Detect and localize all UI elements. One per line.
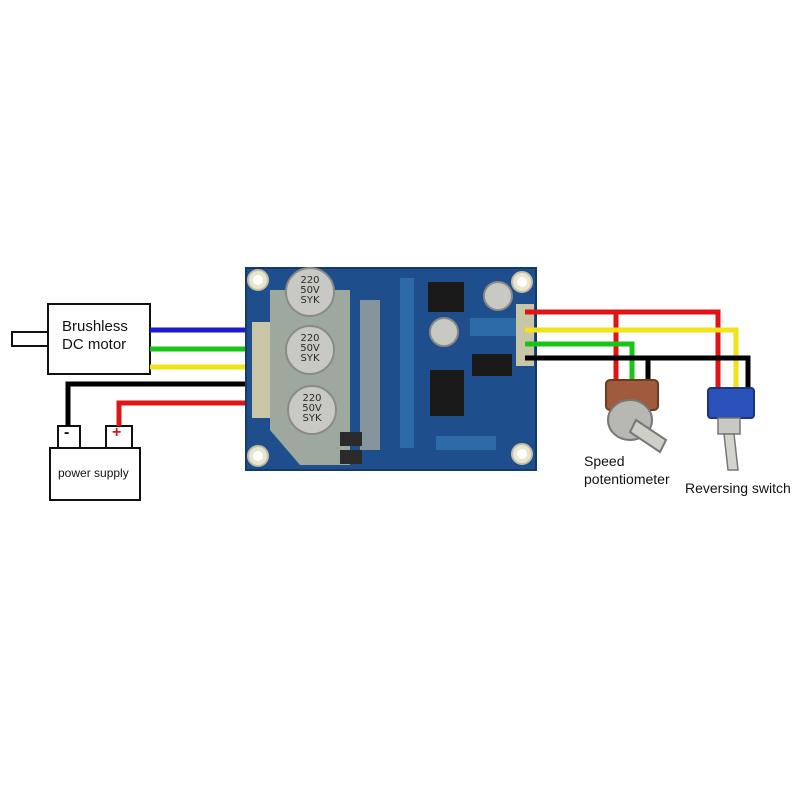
potentiometer-shaft [628, 418, 668, 454]
motor-terminal-pads [252, 322, 270, 418]
control-terminal-pads [516, 304, 534, 366]
wire-green-control [525, 341, 635, 382]
driver-ic [472, 354, 512, 376]
switch-toggle [723, 433, 739, 471]
capacitor-brand: SYK [300, 353, 320, 364]
mount-hole-center [253, 451, 263, 461]
wire-yellow-control [525, 327, 739, 390]
wire-red-power [116, 400, 268, 426]
brushless-dc-motor [11, 303, 151, 375]
power-supply-label: power supply [58, 466, 129, 480]
mosfet-chip [428, 282, 464, 312]
speed-label-line1: Speed [584, 453, 625, 469]
capacitor-marking: 220 50V SYK [292, 394, 332, 424]
motor-label-line1: Brushless [62, 318, 128, 335]
switch-body [707, 387, 755, 419]
resistor-bank [436, 436, 496, 450]
copper-trace [360, 300, 380, 450]
motor-label: Brushless DC motor [62, 318, 128, 354]
motor-body [47, 303, 151, 375]
reversing-switch-label: Reversing switch [685, 480, 791, 496]
speed-potentiometer [605, 379, 668, 454]
speed-label-line2: potentiometer [584, 471, 670, 487]
capacitor-marking: 220 50V SYK [290, 334, 330, 364]
motor-label-line2: DC motor [62, 336, 127, 353]
motor-shaft [11, 331, 51, 347]
capacitor-brand: SYK [302, 413, 322, 424]
right-wires [525, 309, 751, 390]
plus-label: + [112, 424, 122, 441]
capacitor [285, 267, 335, 317]
wire-black-control [525, 355, 751, 390]
mount-hole-center [517, 277, 527, 287]
controller-board [245, 267, 537, 471]
resistor-bank [400, 278, 414, 448]
wire-black-power [65, 381, 268, 426]
reversing-switch [707, 387, 755, 471]
controller-ic [430, 370, 464, 416]
minus-label: - [64, 424, 70, 441]
diode [340, 432, 362, 446]
capacitor [285, 325, 335, 375]
speed-potentiometer-label: Speed potentiometer [584, 452, 670, 488]
capacitor-value: 220 [300, 333, 320, 344]
capacitor-value: 220 [300, 275, 320, 286]
resistor-bank [470, 318, 518, 336]
mount-hole-center [517, 449, 527, 459]
switch-bushing [717, 417, 741, 435]
mount-hole-center [253, 275, 263, 285]
capacitor-voltage: 50V [300, 285, 320, 296]
capacitor-brand: SYK [300, 295, 320, 306]
small-capacitor [483, 281, 513, 311]
capacitor [287, 385, 337, 435]
small-capacitor [429, 317, 459, 347]
diode [340, 450, 362, 464]
wire-red-control [525, 309, 721, 390]
capacitor-voltage: 50V [300, 343, 320, 354]
capacitor-voltage: 50V [302, 403, 322, 414]
power-supply-body [49, 447, 141, 501]
capacitor-value: 220 [302, 393, 322, 404]
capacitor-marking: 220 50V SYK [290, 276, 330, 306]
power-supply [49, 425, 141, 501]
